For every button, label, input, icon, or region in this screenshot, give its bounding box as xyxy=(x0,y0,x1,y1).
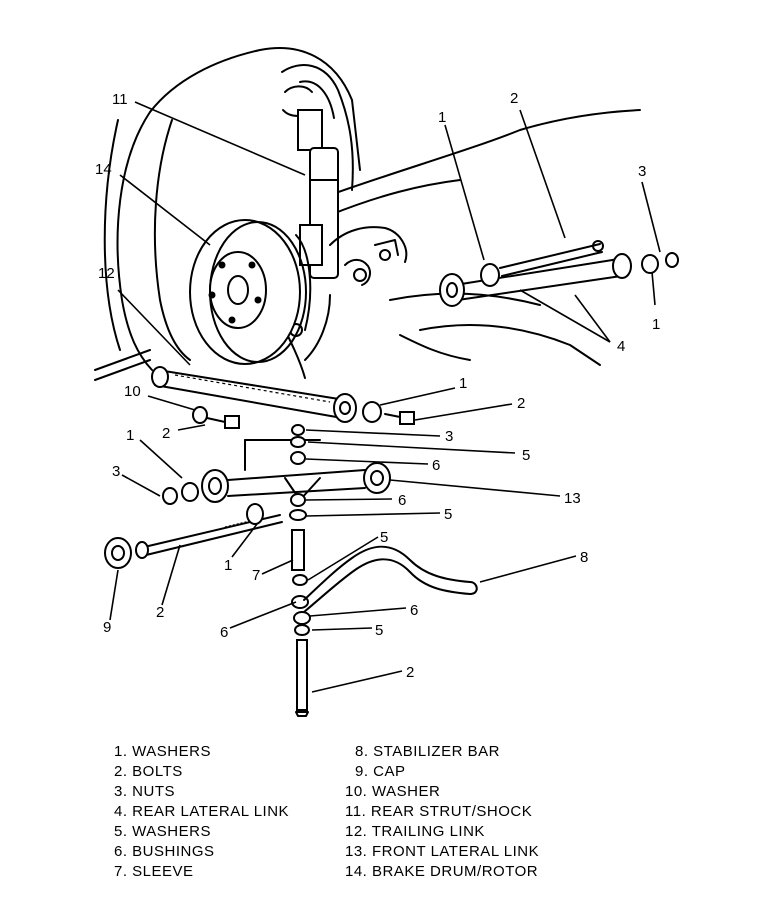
legend-item: 8. STABILIZER BAR xyxy=(355,743,500,760)
parts-legend: 1. WASHERS 2. BOLTS 3. NUTS 4. REAR LATE… xyxy=(114,743,539,880)
frame-rail xyxy=(329,109,641,366)
callout-6: 6 xyxy=(398,492,406,509)
stabilizer-link-hardware xyxy=(289,424,311,717)
callout-6: 6 xyxy=(220,624,228,641)
callout-4: 4 xyxy=(617,338,625,355)
callout-1: 1 xyxy=(126,427,134,444)
callout-3: 3 xyxy=(638,163,646,180)
callout-3: 3 xyxy=(445,428,453,445)
legend-item: 3. NUTS xyxy=(114,783,175,800)
callouts: 11 14 12 2 1 3 1 4 10 2 1 2 1 3 3 5 6 13… xyxy=(95,90,660,681)
callout-5: 5 xyxy=(375,622,383,639)
callout-6: 6 xyxy=(410,602,418,619)
trailing-link xyxy=(151,366,357,423)
callout-1: 1 xyxy=(224,557,232,574)
callout-1: 1 xyxy=(652,316,660,333)
legend-item: 2. BOLTS xyxy=(114,763,183,780)
callout-5: 5 xyxy=(380,529,388,546)
rear-strut-shock xyxy=(282,85,339,279)
legend-item: 13. FRONT LATERAL LINK xyxy=(345,843,539,860)
callout-10: 10 xyxy=(124,383,141,400)
callout-6: 6 xyxy=(432,457,440,474)
callout-2: 2 xyxy=(510,90,518,107)
callout-12: 12 xyxy=(98,265,115,282)
callout-2: 2 xyxy=(517,395,525,412)
callout-11: 11 xyxy=(112,91,128,108)
wheel-housing xyxy=(94,47,361,381)
brake-drum-rotor xyxy=(189,219,312,365)
callout-9: 9 xyxy=(103,619,111,636)
callout-5: 5 xyxy=(522,447,530,464)
callout-2: 2 xyxy=(156,604,164,621)
legend-item: 7. SLEEVE xyxy=(114,863,194,880)
callout-8: 8 xyxy=(580,549,588,566)
trailing-link-hardware xyxy=(192,401,415,429)
callout-2: 2 xyxy=(162,425,170,442)
legend-item: 14. BRAKE DRUM/ROTOR xyxy=(345,863,538,880)
legend-item: 10. WASHER xyxy=(345,783,440,800)
callout-7: 7 xyxy=(252,567,260,584)
callout-5: 5 xyxy=(444,506,452,523)
legend-item: 11. REAR STRUT/SHOCK xyxy=(345,803,532,820)
rear-lateral-link xyxy=(439,240,679,307)
legend-item: 12. TRAILING LINK xyxy=(345,823,485,840)
front-link-bolt xyxy=(104,482,283,569)
legend-item: 4. REAR LATERAL LINK xyxy=(114,803,289,820)
callout-14: 14 xyxy=(95,161,112,178)
front-lateral-link xyxy=(201,439,391,503)
legend-item: 1. WASHERS xyxy=(114,743,211,760)
legend-item: 6. BUSHINGS xyxy=(114,843,215,860)
callout-1: 1 xyxy=(459,375,467,392)
callout-2: 2 xyxy=(406,664,414,681)
callout-13: 13 xyxy=(564,490,581,507)
callout-1: 1 xyxy=(438,109,446,126)
leader-lines xyxy=(109,101,661,693)
legend-item: 9. CAP xyxy=(355,763,406,780)
callout-3: 3 xyxy=(112,463,120,480)
stabilizer-bar xyxy=(303,545,478,613)
legend-item: 5. WASHERS xyxy=(114,823,211,840)
